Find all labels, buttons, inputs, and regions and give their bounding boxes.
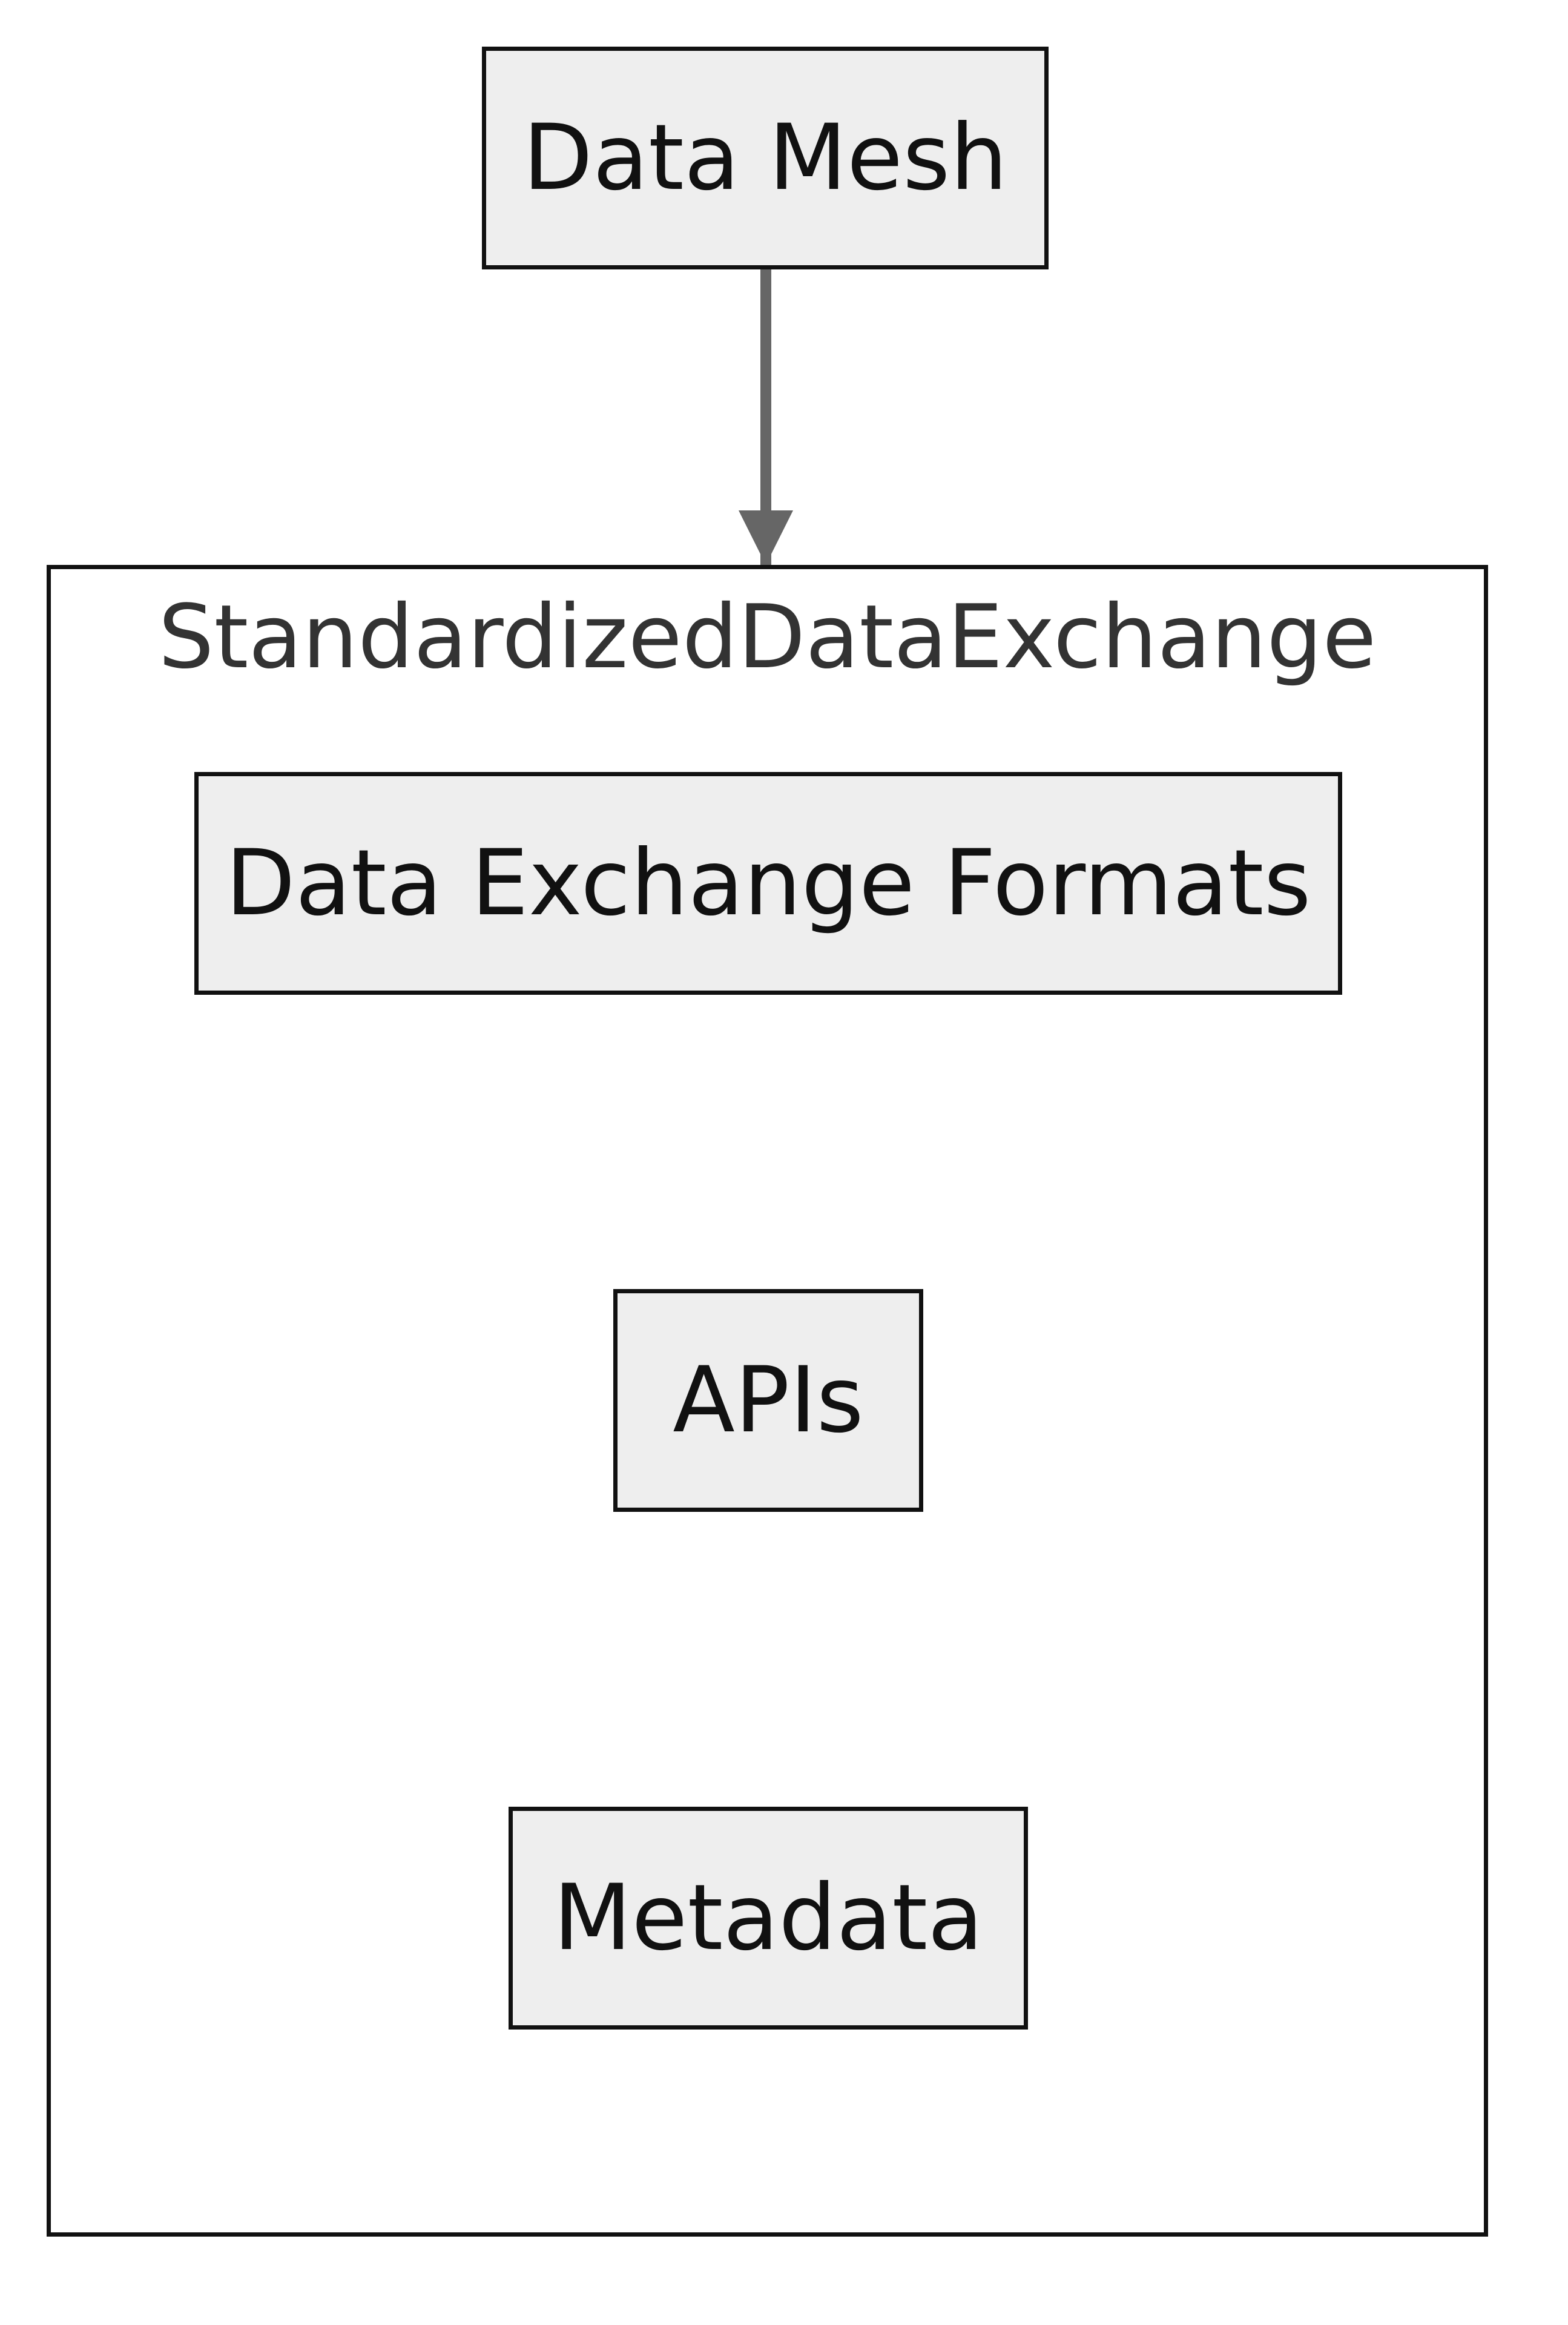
cluster-standardized-data-exchange[interactable]: StandardizedDataExchange [47, 565, 1488, 2237]
node-data-mesh-label: Data Mesh [522, 105, 1008, 211]
cluster-label: StandardizedDataExchange [158, 586, 1377, 688]
node-data-exchange-formats[interactable]: Data Exchange Formats [194, 772, 1342, 995]
node-data-exchange-formats-label: Data Exchange Formats [225, 831, 1311, 936]
node-data-mesh[interactable]: Data Mesh [482, 47, 1049, 269]
node-apis-label: APIs [673, 1348, 864, 1453]
node-metadata[interactable]: Metadata [509, 1807, 1028, 2030]
node-apis[interactable]: APIs [613, 1289, 923, 1512]
node-metadata-label: Metadata [553, 1865, 984, 1971]
